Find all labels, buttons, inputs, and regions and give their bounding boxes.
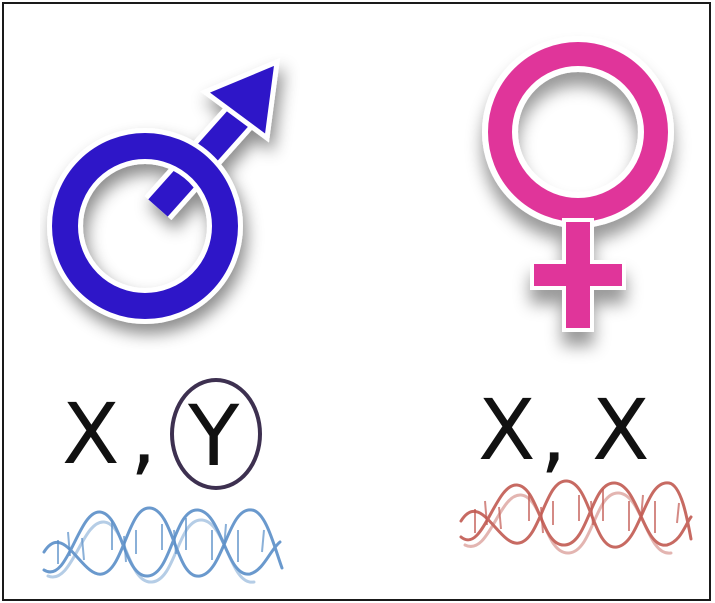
female-dna-helix-icon: [455, 465, 695, 565]
male-chromosome-separator: ,: [130, 394, 157, 478]
female-chromosome-x-1: X: [478, 388, 536, 472]
male-dna-helix-icon: [38, 490, 288, 590]
female-symbol-icon: [460, 20, 700, 380]
female-chromosome-x-2: X: [592, 388, 650, 472]
y-chromosome-highlight-circle: [170, 378, 262, 490]
male-symbol-icon: [40, 40, 300, 350]
female-chromosome-separator: ,: [540, 392, 567, 476]
male-chromosome-x: X: [62, 392, 120, 476]
